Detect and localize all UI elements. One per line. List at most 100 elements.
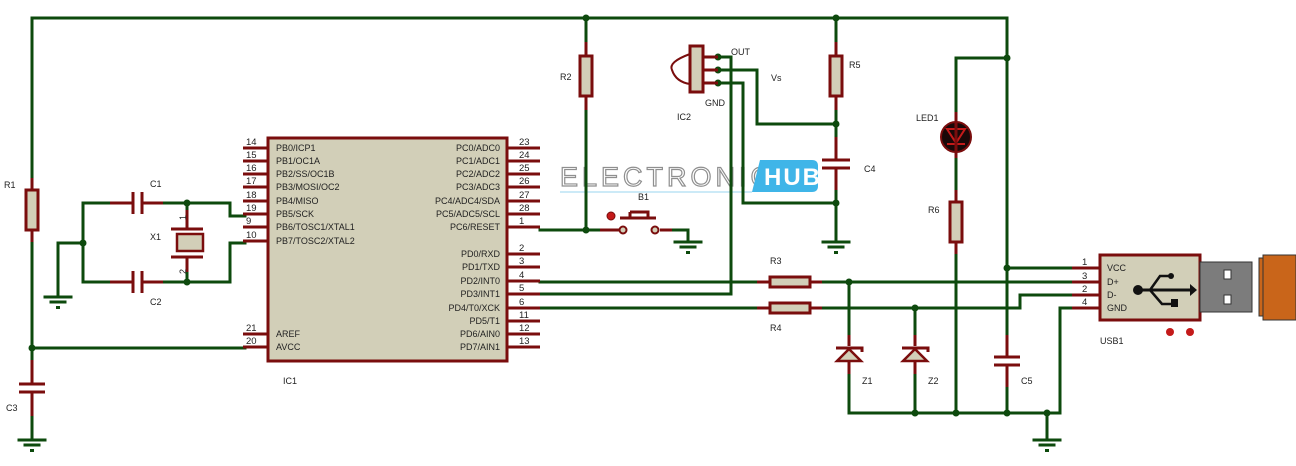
pin-number: 3 [1082,271,1087,282]
pin-number: 13 [519,336,530,347]
pin-number: 5 [519,283,524,294]
capacitor-c3[interactable]: C3 [6,360,45,416]
led-led1[interactable]: LED1 [916,112,972,158]
pin-name: PC0/ADC0 [456,143,500,153]
pin-name: PD3/INT1 [460,289,500,299]
pin-number: 1 [519,216,524,227]
pin-number: 16 [246,163,257,174]
capacitor-c1[interactable]: C1 [110,179,163,214]
watermark-badge-text: HUB [764,164,822,191]
resistor-r1[interactable]: R1 [4,178,40,242]
wires [30,16,1077,440]
ground-icon [43,295,73,309]
svg-text:Z1: Z1 [862,376,873,386]
push-button-b1[interactable]: B1 [600,192,672,235]
pin-number: 24 [519,150,530,161]
pin-name: PC5/ADC5/SCL [436,209,500,219]
svg-text:C4: C4 [864,164,876,174]
ic1-ref: IC1 [283,376,297,386]
pin-name: PC4/ADC4/SDA [435,196,500,206]
svg-text:GND: GND [705,98,726,108]
pin-name: PC3/ADC3 [456,182,500,192]
zener-z2[interactable]: Z2 [899,335,939,386]
pin-number: 27 [519,190,530,201]
electronics-hub-watermark: ELECTRONICS HUB [559,160,822,193]
pin-name: PC2/ADC2 [456,169,500,179]
pin-number: 12 [519,323,530,334]
pin-number: 26 [519,176,530,187]
svg-text:1: 1 [178,215,188,220]
capacitor-c4[interactable]: C4 [822,137,876,190]
pin-number: 4 [519,270,524,281]
zener-z1[interactable]: Z1 [833,335,873,386]
pin-number: 19 [246,203,257,214]
svg-text:R6: R6 [928,205,940,215]
resistor-r2[interactable]: R2 [560,42,594,110]
svg-text:R5: R5 [849,60,861,70]
pin-number: 9 [246,216,251,227]
pin-name: PC1/ADC1 [456,156,500,166]
capacitor-c5[interactable]: C5 [994,335,1033,387]
led-indicator-icon [1186,328,1194,336]
pin-number: 4 [1082,297,1087,308]
svg-text:USB1: USB1 [1100,336,1124,346]
svg-text:R2: R2 [560,72,572,82]
svg-text:OUT: OUT [731,47,751,57]
pin-name: PB5/SCK [276,209,314,219]
resistor-r3[interactable]: R3 [757,256,822,289]
svg-text:Vs: Vs [771,73,782,83]
svg-text:C3: C3 [6,403,18,413]
pin-name: PD5/T1 [469,316,500,326]
resistor-r5[interactable]: R5 [828,42,861,110]
resistor-r4[interactable]: R4 [757,301,822,333]
pin-name: D- [1107,290,1117,300]
pin-name: D+ [1107,277,1119,287]
svg-text:2: 2 [178,269,188,274]
pin-name: VCC [1107,263,1127,273]
pin-name: PB7/TOSC2/XTAL2 [276,236,355,246]
pin-name: PD6/AIN0 [460,329,500,339]
pin-name: PB0/ICP1 [276,143,316,153]
pin-number: 14 [246,137,257,148]
crystal-x1[interactable]: X1 1 2 [150,210,205,274]
pin-number: 6 [519,297,524,308]
pin-name: PD7/AIN1 [460,342,500,352]
capacitor-c2[interactable]: C2 [110,271,163,307]
resistor-r6[interactable]: R6 [928,190,964,254]
ground-icon [1032,438,1062,452]
svg-text:R3: R3 [770,256,782,266]
pin-number: 3 [519,256,524,267]
pin-number: 18 [246,190,257,201]
pin-number: 11 [519,310,529,321]
pin-number: 28 [519,203,530,214]
watermark-badge [752,160,818,192]
pin-name: PB3/MOSI/OC2 [276,182,340,192]
pin-number: 17 [246,176,257,187]
pin-number: 21 [246,323,257,334]
usb-plug-body [1262,254,1296,321]
ic2-sensor[interactable]: OUT Vs GND IC2 [670,44,782,122]
ground-symbols [17,240,1062,452]
pin-name: PB1/OC1A [276,156,320,166]
